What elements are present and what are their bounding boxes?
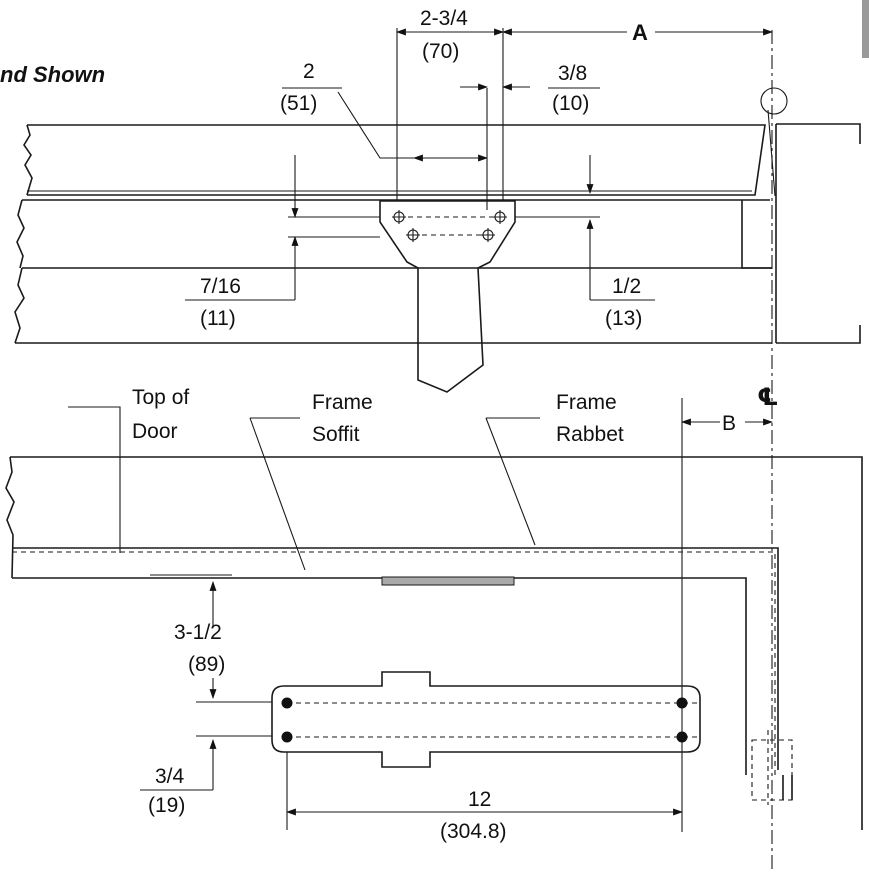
door-rail — [27, 124, 766, 196]
dim-10mm: (10) — [552, 92, 589, 115]
dim-51mm: (51) — [280, 92, 317, 115]
dim-1-2: 1/2 — [612, 275, 641, 298]
dim-3-1-2: 3-1/2 — [174, 621, 222, 644]
dim-3-8: 3/8 — [558, 62, 587, 85]
label-frame-rabbet-2: Rabbet — [556, 423, 624, 446]
mounting-hole — [676, 697, 688, 709]
dim-B: B — [722, 412, 736, 435]
mounting-hole — [281, 697, 293, 709]
label-top-of-door: Top of — [132, 386, 189, 409]
mounting-hole — [676, 731, 688, 743]
dim-A: A — [632, 20, 648, 45]
mounting-hole — [281, 731, 293, 743]
dim-89mm: (89) — [188, 653, 225, 676]
mounting-plate — [379, 200, 516, 393]
top-view: 2-3/4 (70) A 2 (51) 3/8 (10) 7/16 (11) 1… — [14, 7, 861, 393]
dim-11mm: (11) — [200, 307, 236, 330]
frame-soffit-plate — [381, 576, 515, 586]
dim-2: 2 — [303, 60, 315, 83]
closer-body — [271, 671, 701, 768]
dim-70mm: (70) — [422, 40, 459, 63]
dim-19mm: (19) — [148, 794, 185, 817]
dim-304-8mm: (304.8) — [440, 820, 507, 843]
centerline-symbol: ℄ — [757, 383, 779, 411]
label-frame-soffit-2: Soffit — [312, 423, 360, 446]
label-frame-rabbet: Frame — [556, 391, 617, 414]
dim-13mm: (13) — [605, 307, 642, 330]
page-tab — [862, 0, 869, 58]
label-frame-soffit: Frame — [312, 391, 373, 414]
dim-3-4: 3/4 — [155, 765, 185, 788]
label-top-of-door-2: Door — [132, 420, 178, 443]
diagram-title: nd Shown — [0, 62, 105, 87]
dim-7-16: 7/16 — [200, 275, 241, 298]
dim-12: 12 — [468, 788, 491, 811]
side-view: Top of Door Frame Soffit Frame Rabbet B … — [5, 386, 863, 843]
dim-2-3-4: 2-3/4 — [420, 7, 468, 30]
